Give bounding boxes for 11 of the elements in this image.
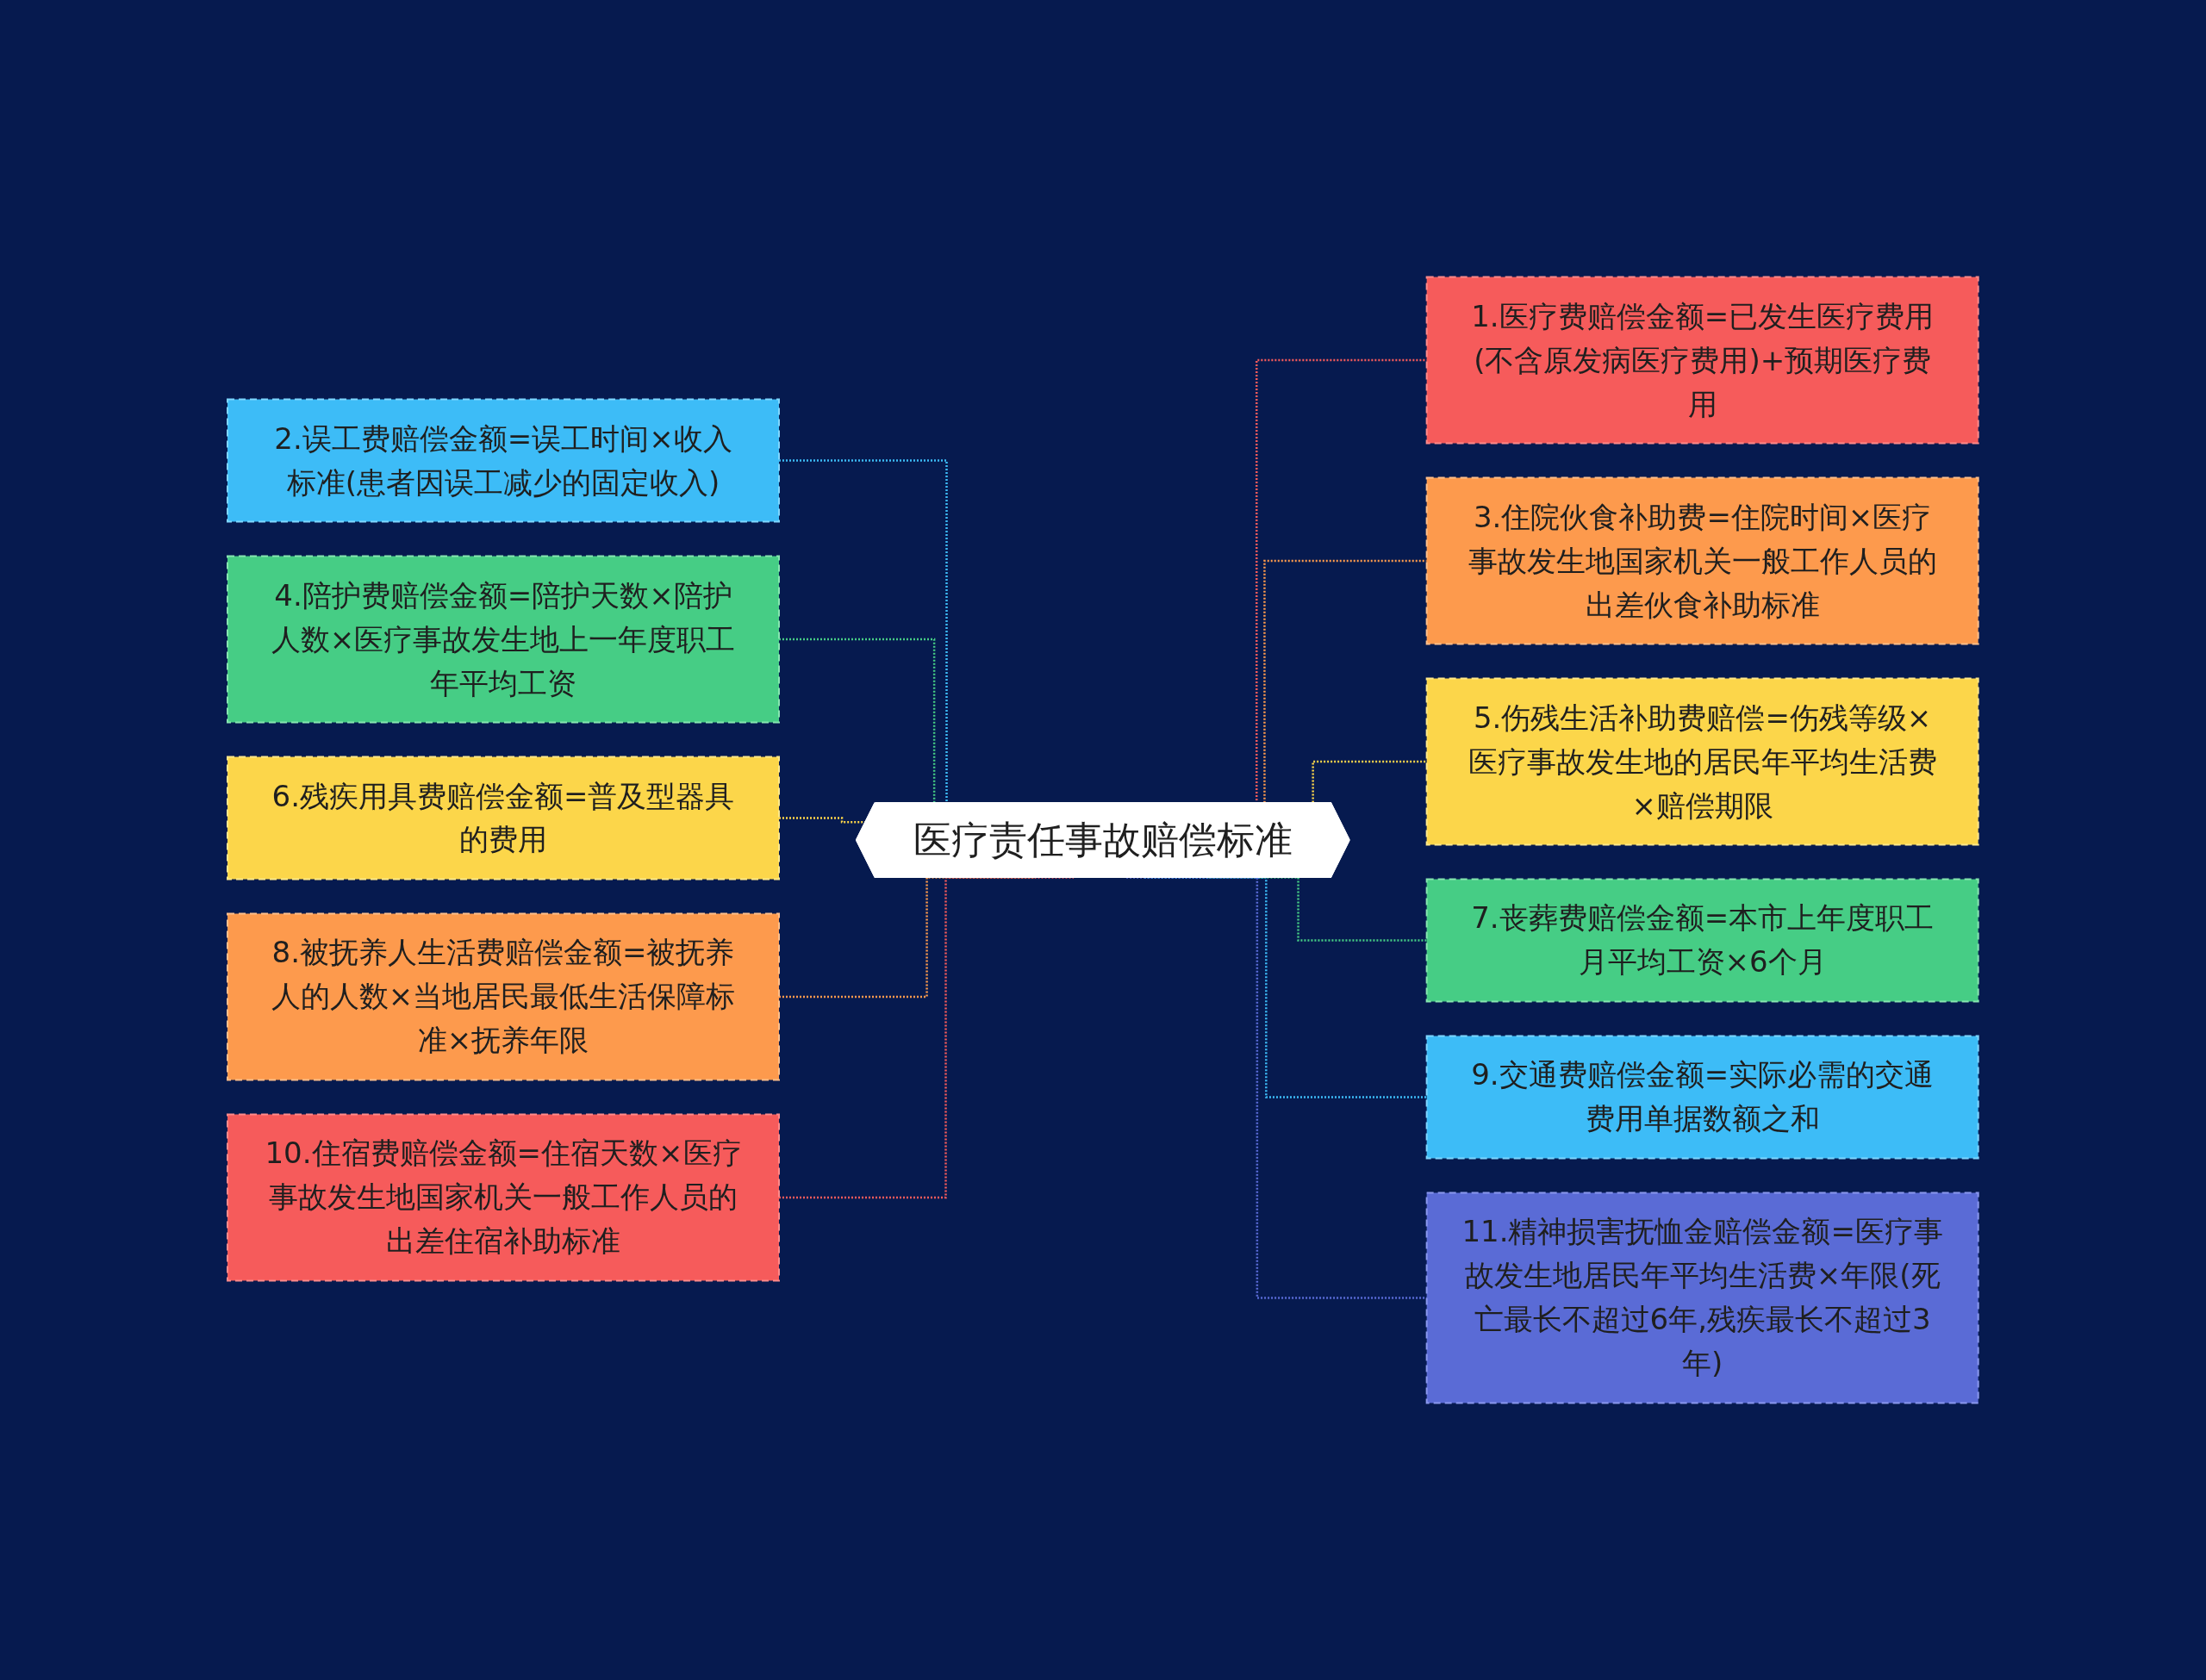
node-box: 8.被抚养人生活费赔偿金额=被抚养人的人数×当地居民最低生活保障标准×抚养年限 xyxy=(227,912,781,1081)
node-box: 11.精神损害抚恤金赔偿金额=医疗事故发生地居民年平均生活费×年限(死亡最长不超过6年,残疾最长不超过3年) xyxy=(1425,1192,1979,1404)
node-box: 9.交通费赔偿金额=实际必需的交通费用单据数额之和 xyxy=(1425,1035,1979,1160)
node-box: 4.陪护费赔偿金额=陪护天数×陪护人数×医疗事故发生地上一年度职工年平均工资 xyxy=(227,555,781,724)
node-box: 5.伤残生活补助费赔偿=伤残等级×医疗事故发生地的居民年平均生活费×赔偿期限 xyxy=(1425,677,1979,846)
node-box: 10.住宿费赔偿金额=住宿天数×医疗事故发生地国家机关一般工作人员的出差住宿补助标准 xyxy=(227,1113,781,1282)
node-box: 7.丧葬费赔偿金额=本市上年度职工月平均工资×6个月 xyxy=(1425,878,1979,1003)
node-box: 1.医疗费赔偿金额=已发生医疗费用(不含原发病医疗费用)+预期医疗费用 xyxy=(1425,276,1979,445)
node-box: 6.残疾用具费赔偿金额=普及型器具的费用 xyxy=(227,756,781,880)
node-box: 3.住院伙食补助费=住院时间×医疗事故发生地国家机关一般工作人员的出差伙食补助标准 xyxy=(1425,476,1979,645)
node-box: 2.误工费赔偿金额=误工时间×收入标准(患者因误工减少的固定收入) xyxy=(227,398,781,523)
